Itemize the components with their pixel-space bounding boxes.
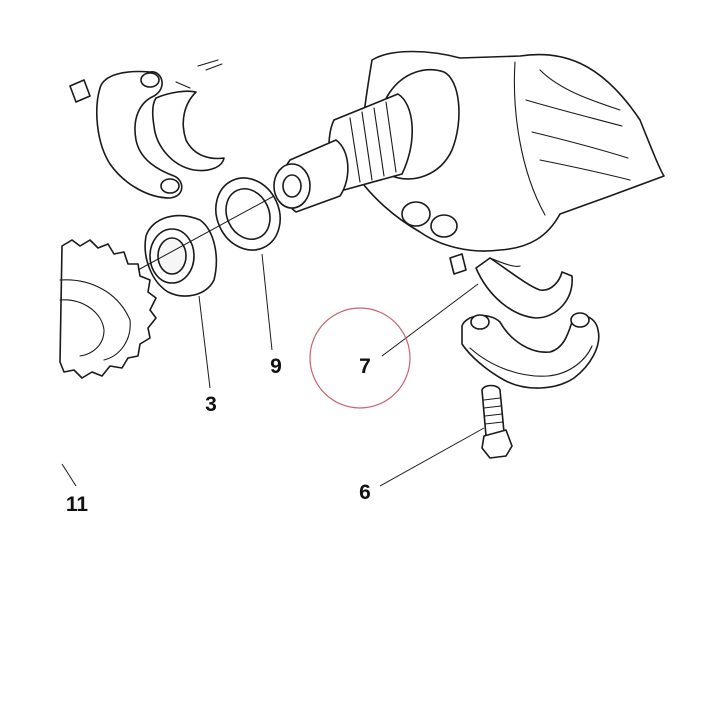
bearing-shell [475, 257, 573, 319]
callout-7: 7 [359, 355, 371, 378]
main-bearing-cap-lower [461, 312, 600, 389]
leader-line-11 [61, 463, 77, 487]
assembly-axis-line [137, 195, 275, 271]
cap-bolt [481, 384, 513, 459]
callout-3: 3 [205, 393, 217, 416]
leader-line-3 [198, 295, 211, 389]
crankshaft-assembly [273, 50, 665, 275]
thrust-washer [215, 177, 281, 251]
callout-9: 9 [270, 355, 282, 378]
leader-line-9 [261, 253, 273, 351]
leader-line-7 [381, 283, 479, 357]
leader-line-6 [379, 427, 485, 487]
timing-gear [59, 239, 157, 379]
seal-ring [144, 214, 218, 297]
callout-6: 6 [359, 481, 371, 504]
callout-11: 11 [66, 493, 89, 516]
main-bearing-cap-upper [69, 59, 225, 199]
callout-highlight-circle [309, 307, 411, 409]
